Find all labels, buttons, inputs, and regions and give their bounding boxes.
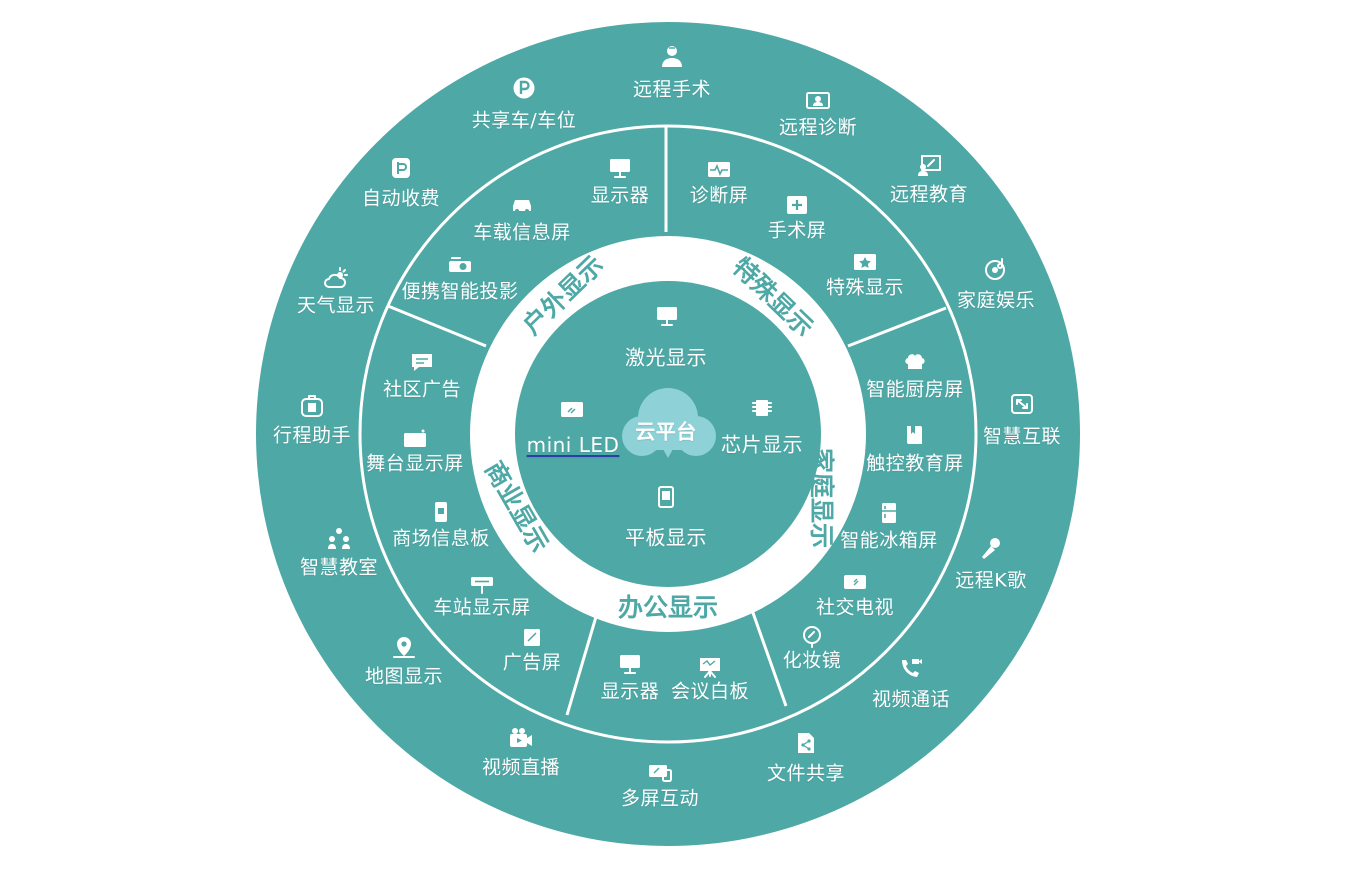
center-item-laser: 激光显示: [625, 345, 707, 370]
whiteboard-icon: [697, 655, 723, 679]
middle-item-office-monitor: 显示器: [600, 680, 660, 703]
outer-item-multi-screen: 多屏互动: [620, 787, 700, 810]
weather-icon: [323, 267, 349, 291]
monitor-icon: [654, 304, 680, 328]
diagnosis-icon: [805, 89, 831, 113]
heartbeat-icon: [706, 158, 732, 182]
chip-icon: [749, 396, 775, 420]
toll-icon: [388, 156, 414, 180]
cloud-icon: [622, 388, 716, 458]
ad-screen-icon: [519, 626, 545, 650]
cloud-platform-label: 云平台: [635, 419, 697, 444]
expand-icon: [1009, 392, 1035, 416]
outer-item-weather: 天气显示: [296, 294, 376, 317]
projector-icon: [447, 253, 473, 277]
sector-dividers: [387, 126, 947, 716]
middle-item-touch-edu-screen: 触控教育屏: [866, 452, 964, 475]
middle-item-ad-screen: 广告屏: [502, 651, 562, 674]
center-item-chip: 芯片显示: [721, 432, 803, 457]
outer-item-live-stream: 视频直播: [481, 756, 561, 779]
outer-item-remote-karaoke: 远程K歌: [955, 569, 1027, 592]
music-disc-icon: [983, 257, 1009, 281]
category-home: 家庭显示: [807, 447, 837, 549]
teacher-icon: [916, 153, 942, 177]
middle-item-social-tv: 社交电视: [815, 596, 895, 619]
middle-item-kitchen-screen: 智能厨房屏: [866, 378, 964, 401]
tablet-icon: [653, 485, 679, 509]
share-file-icon: [793, 731, 819, 755]
outer-item-smart-classroom: 智慧教室: [299, 556, 379, 579]
panel-icon: [559, 398, 585, 422]
outer-item-remote-diagnosis: 远程诊断: [778, 116, 858, 139]
fridge-icon: [876, 501, 902, 525]
doctor-icon: [659, 44, 685, 68]
center-item-mini-led[interactable]: mini LED: [526, 433, 620, 457]
video-call-icon: [898, 656, 924, 680]
middle-item-surgery-screen: 手术屏: [767, 219, 827, 242]
outer-item-smart-connect: 智慧互联: [982, 425, 1062, 448]
chef-hat-icon: [902, 350, 928, 374]
luggage-icon: [299, 394, 325, 418]
monitor-icon: [607, 156, 633, 180]
middle-item-makeup-mirror: 化妆镜: [782, 649, 842, 672]
live-camera-icon: [508, 726, 534, 750]
book-icon: [902, 423, 928, 447]
outer-item-auto-toll: 自动收费: [361, 187, 441, 210]
outer-divider: [358, 124, 978, 744]
medical-cross-icon: [784, 193, 810, 217]
middle-item-diagnosis-screen: 诊断屏: [689, 184, 749, 207]
outer-item-trip-assistant: 行程助手: [272, 424, 352, 447]
center-item-flat-panel: 平板显示: [625, 525, 707, 550]
mirror-icon: [799, 625, 825, 649]
outer-item-home-entertainment: 家庭娱乐: [956, 289, 1036, 312]
middle-item-mall-board: 商场信息板: [392, 527, 490, 550]
station-sign-icon: [469, 572, 495, 596]
category-office: 办公显示: [618, 593, 719, 622]
outer-item-video-call: 视频通话: [871, 688, 951, 711]
middle-item-station-screen: 车站显示屏: [433, 596, 531, 619]
middle-item-special-display: 特殊显示: [825, 276, 905, 299]
multi-screen-icon: [647, 760, 673, 784]
classroom-icon: [326, 526, 352, 550]
middle-item-community-ad: 社区广告: [382, 378, 462, 401]
car-icon: [509, 192, 535, 216]
star-screen-icon: [852, 251, 878, 275]
map-pin-icon: [391, 635, 417, 659]
outer-item-remote-surgery: 远程手术: [632, 78, 712, 101]
kiosk-icon: [428, 500, 454, 524]
middle-item-fridge-screen: 智能冰箱屏: [840, 529, 938, 552]
middle-item-whiteboard: 会议白板: [670, 680, 750, 703]
parking-icon: [511, 76, 537, 100]
outer-item-remote-education: 远程教育: [889, 183, 969, 206]
microphone-icon: [978, 536, 1004, 560]
outer-item-file-share: 文件共享: [766, 762, 846, 785]
outer-item-map-display: 地图显示: [364, 665, 444, 688]
outer-item-shared-parking: 共享车/车位: [471, 109, 577, 132]
middle-item-projector: 便携智能投影: [401, 280, 519, 303]
stage-screen-icon: [402, 428, 428, 452]
middle-item-car-screen: 车载信息屏: [473, 221, 571, 244]
monitor-icon: [617, 652, 643, 676]
chat-bubble-icon: [409, 350, 435, 374]
middle-item-stage-screen: 舞台显示屏: [366, 452, 464, 475]
tv-icon: [842, 570, 868, 594]
middle-item-monitor: 显示器: [590, 184, 650, 207]
